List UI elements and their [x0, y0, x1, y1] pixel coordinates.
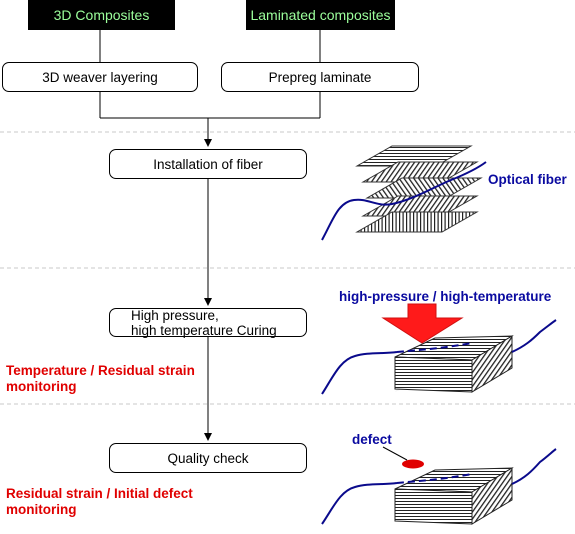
curing-illustration — [321, 303, 557, 395]
laminate-stack — [394, 467, 514, 525]
laminate-front-face — [394, 488, 473, 525]
step-curing-box: High pressure, high temperature Curing — [109, 307, 307, 338]
method-prepreg-label: Prepreg laminate — [268, 69, 372, 85]
curing-monitoring-label: Temperature / Residual strain monitoring — [6, 363, 195, 394]
optical-fiber-line — [321, 351, 398, 395]
step-curing-label: High pressure, high temperature Curing — [131, 307, 277, 338]
step-quality-check-label: Quality check — [167, 450, 249, 466]
optical-fiber-line — [321, 482, 398, 525]
optical-fiber-line — [321, 161, 487, 241]
fiber-installation-illustration — [321, 145, 487, 241]
pressure-temperature-label: high-pressure / high-temperature — [339, 289, 552, 304]
step-fiber-installation-label: Installation of fiber — [153, 156, 263, 172]
section-separators — [0, 131, 575, 405]
embedded-fiber-line — [396, 473, 473, 484]
step-quality-check-box: Quality check — [109, 443, 307, 473]
source-3d-composites: 3D Composites — [28, 0, 175, 30]
defect-pointer-line — [382, 446, 408, 461]
optical-fiber-label: Optical fiber — [488, 172, 567, 187]
method-3d-weaver-label: 3D weaver layering — [42, 69, 158, 85]
source-laminated-composites-label: Laminated composites — [250, 7, 391, 23]
source-3d-composites-label: 3D Composites — [53, 7, 150, 23]
flow-connectors — [99, 30, 321, 441]
defect-marker — [402, 459, 424, 469]
source-laminated-composites: Laminated composites — [246, 0, 395, 30]
laminate-front-face — [394, 356, 473, 393]
optical-fiber-line — [511, 319, 557, 353]
laminate-stack — [394, 335, 514, 393]
fiber-sheet — [355, 211, 479, 233]
step-fiber-installation-box: Installation of fiber — [109, 149, 307, 179]
method-prepreg-box: Prepreg laminate — [221, 62, 419, 92]
optical-fiber-line — [511, 448, 557, 485]
quality-check-illustration — [321, 446, 557, 525]
defect-label: defect — [352, 432, 392, 447]
embedded-fiber-line — [396, 342, 473, 353]
method-3d-weaver-box: 3D weaver layering — [2, 62, 198, 92]
pressure-arrow — [381, 303, 464, 344]
quality-monitoring-label: Residual strain / Initial defect monitor… — [6, 486, 193, 517]
